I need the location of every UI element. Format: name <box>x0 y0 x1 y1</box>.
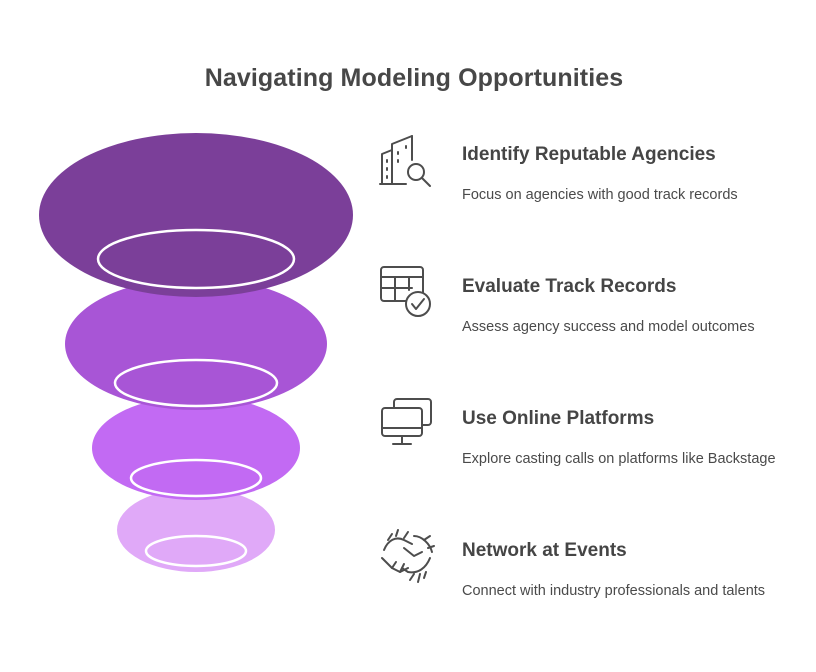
funnel-layer-3 <box>92 396 300 500</box>
funnel-layer-3-body <box>92 396 300 500</box>
step-network-events: Network at Events Connect with industry … <box>378 528 798 628</box>
funnel-layer-4-body <box>117 488 275 572</box>
funnel-layer-4-ring <box>144 534 248 568</box>
diagram-title: Navigating Modeling Opportunities <box>204 64 624 92</box>
step-2-heading: Evaluate Track Records <box>462 276 677 297</box>
funnel-layer-1-ring <box>96 228 296 290</box>
funnel-layer-3-ring <box>129 458 263 498</box>
funnel-layer-1 <box>39 133 353 297</box>
building-search-icon <box>379 135 431 187</box>
step-online-platforms: Use Online Platforms Explore casting cal… <box>378 396 798 496</box>
step-3-description: Explore casting calls on platforms like … <box>462 451 776 467</box>
step-1-description: Focus on agencies with good track record… <box>462 187 738 203</box>
monitor-icon <box>381 398 432 445</box>
funnel-layer-2-body <box>65 278 327 410</box>
step-3-heading: Use Online Platforms <box>462 408 655 429</box>
funnel-layer-1-body <box>39 133 353 297</box>
table-check-icon <box>380 266 431 317</box>
step-2-description: Assess agency success and model outcomes <box>462 319 755 335</box>
handshake-icon <box>381 529 435 583</box>
funnel-layer-2 <box>65 278 327 410</box>
step-evaluate-records: Evaluate Track Records Assess agency suc… <box>378 264 798 364</box>
step-1-heading: Identify Reputable Agencies <box>462 144 716 165</box>
step-4-description: Connect with industry professionals and … <box>462 583 766 599</box>
step-4-heading: Network at Events <box>462 540 627 561</box>
funnel-layer-4 <box>117 488 275 572</box>
step-identify-agencies: Identify Reputable Agencies Focus on age… <box>378 132 798 232</box>
funnel-graphic <box>39 133 353 572</box>
funnel-layer-2-ring <box>113 358 279 408</box>
